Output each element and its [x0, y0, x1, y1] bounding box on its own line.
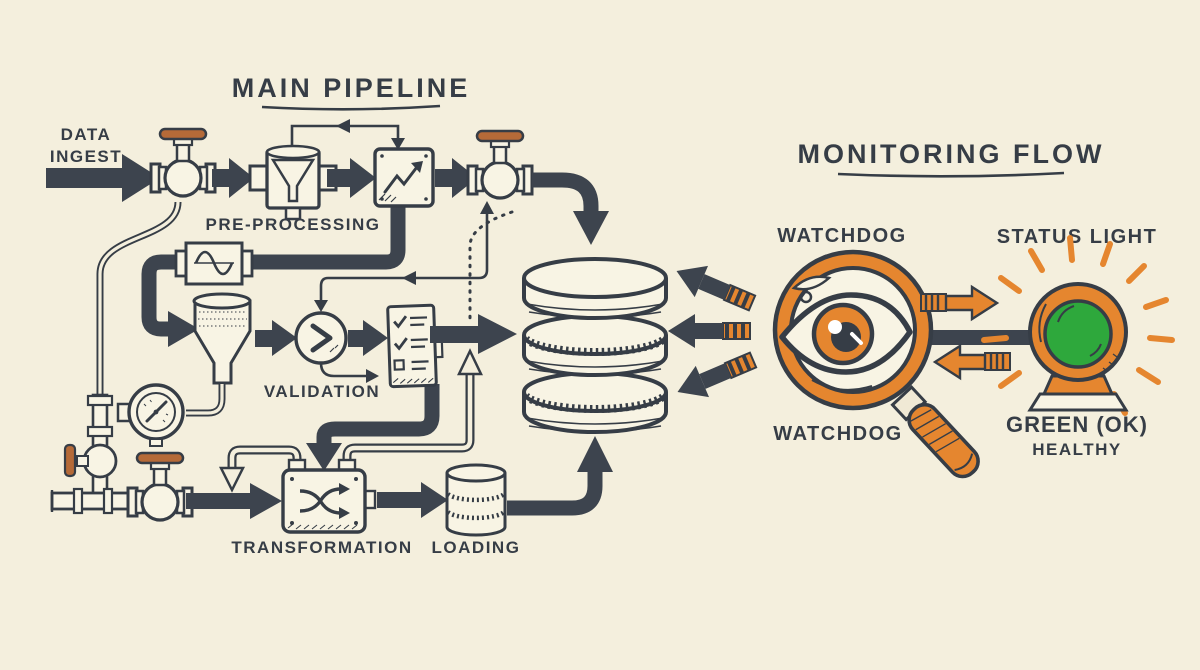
transformation-box-icon	[281, 458, 377, 534]
monitoring-section: MONITORING FLOW WATCHDOG WATCHDOG	[667, 139, 1175, 479]
main-pipeline-section: MAIN PIPELINE DATA INGEST PRE-PROCESSING	[46, 73, 613, 557]
bypass-pipe	[96, 201, 182, 455]
loading-label: LOADING	[432, 538, 521, 557]
watchdog-label-top: WATCHDOG	[777, 225, 906, 247]
flow-arrow	[186, 483, 282, 519]
status-value-label: GREEN (OK)	[1006, 412, 1148, 437]
validated-data-arrowhead	[306, 443, 342, 471]
sine-filter-icon	[174, 241, 254, 286]
pressure-gauge-icon	[116, 383, 185, 447]
status-light-icon	[981, 235, 1175, 416]
drain-pipe	[186, 384, 226, 417]
metrics-chart-box-icon	[373, 147, 435, 208]
status-rays	[981, 235, 1175, 416]
flow-arrow	[327, 158, 376, 198]
data-ingest-label-line1: DATA	[61, 125, 112, 144]
recirculation-arrowhead	[168, 311, 199, 347]
flow-arrow	[435, 158, 477, 198]
main-pipeline-underline	[261, 104, 441, 111]
magnifier-handle	[890, 385, 980, 479]
pre-processing-funnel-icon	[248, 144, 338, 221]
pipe-junction	[50, 393, 146, 515]
monitor-link-bar	[928, 330, 1036, 345]
retry-loop-left	[218, 445, 302, 493]
flow-arrow	[255, 320, 297, 356]
filter-funnel-icon	[192, 292, 252, 385]
retry-loop-right	[342, 348, 483, 462]
lens-bubble	[799, 290, 813, 304]
data-ingest-label-line2: INGEST	[50, 147, 122, 166]
feedback-loop-top	[290, 119, 405, 150]
status-lens-green	[1043, 299, 1113, 369]
main-pipeline-title: MAIN PIPELINE	[232, 73, 471, 103]
validated-data-pipe	[316, 384, 440, 445]
monitoring-underline	[837, 171, 1065, 178]
magnifier-watchdog-icon	[772, 249, 980, 479]
loading-db-icon	[445, 463, 507, 537]
signal-arrow-left	[932, 343, 1011, 381]
validation-label: VALIDATION	[264, 382, 380, 401]
shuffle-icon	[299, 483, 350, 519]
lens-glint	[811, 379, 873, 391]
transformation-label: TRANSFORMATION	[231, 538, 412, 557]
status-light-base	[1027, 392, 1129, 412]
flow-arrow	[348, 320, 388, 356]
control-feedback-line	[314, 201, 494, 312]
status-detail-label: HEALTHY	[1032, 440, 1122, 459]
eye-icon	[779, 292, 913, 375]
database-icon	[522, 257, 668, 434]
db-intake-pipe	[532, 172, 599, 214]
recirculation-pipe	[141, 204, 406, 337]
checklist-icon	[386, 303, 444, 389]
validation-check-icon	[294, 311, 348, 365]
load-arrowhead	[577, 436, 613, 472]
signal-arrow-right	[920, 284, 1000, 322]
monitoring-title: MONITORING FLOW	[798, 139, 1105, 169]
db-write-arrow	[430, 314, 517, 354]
validation-detail-line	[319, 362, 379, 383]
flow-arrow	[212, 158, 254, 198]
pre-processing-label: PRE-PROCESSING	[206, 215, 381, 234]
flow-arrow	[377, 482, 448, 518]
lens-reflection	[791, 275, 832, 291]
status-light-label: STATUS LIGHT	[997, 226, 1158, 248]
watchdog-label-bottom: WATCHDOG	[773, 423, 902, 445]
dotted-control-line	[468, 210, 514, 322]
db-intake-arrowhead	[573, 211, 609, 245]
load-pipe	[507, 472, 603, 516]
ingest-arrow	[46, 154, 160, 202]
